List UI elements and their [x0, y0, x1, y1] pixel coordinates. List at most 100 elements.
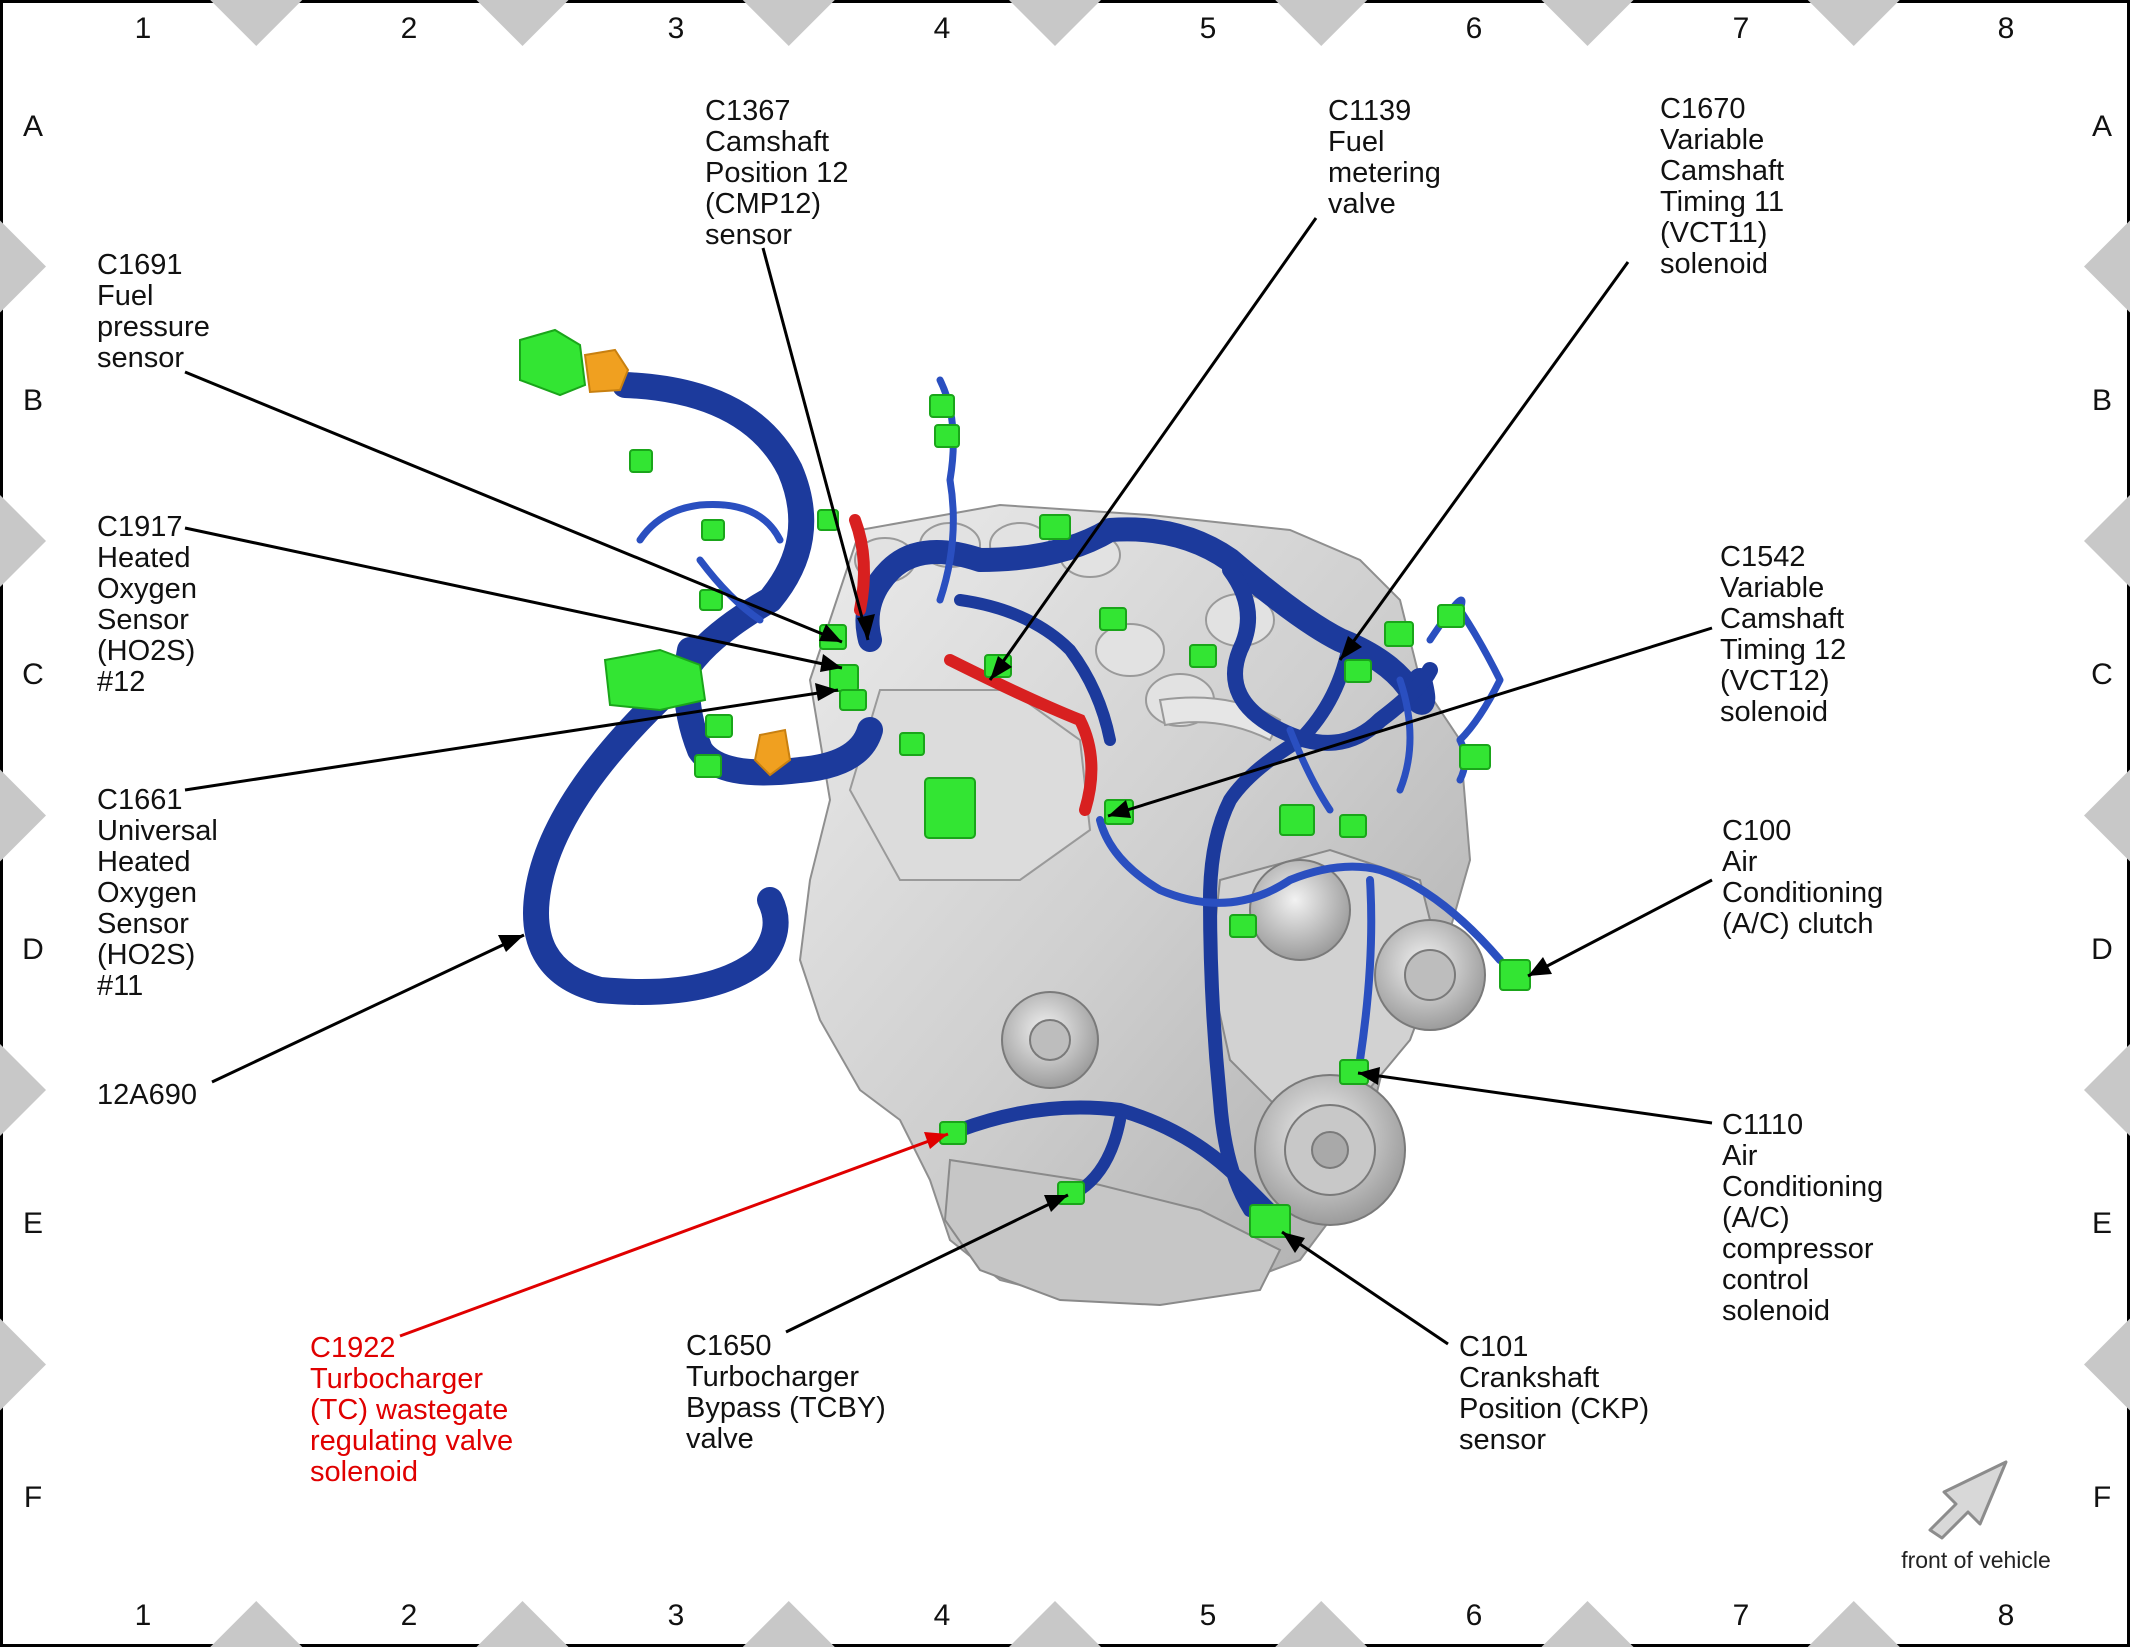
- arrowhead-icon: [820, 654, 842, 672]
- leader-c1670: [1338, 261, 1630, 661]
- grid-edge-triangle: [742, 0, 835, 46]
- arrowhead-icon: [498, 935, 524, 952]
- arrowhead-icon: [1358, 1067, 1380, 1085]
- grid-row-a: A: [23, 110, 43, 143]
- grid-row-c: C: [22, 658, 44, 691]
- grid-edge-triangle: [476, 1601, 569, 1647]
- grid-edge-triangle: [476, 0, 569, 46]
- grid-column-6: 6: [1466, 12, 1483, 45]
- grid-edge-triangle: [2084, 1044, 2130, 1136]
- grid-row-d: D: [22, 933, 44, 966]
- grid-edge-triangle: [2084, 220, 2130, 313]
- grid-column-4: 4: [934, 1599, 951, 1632]
- grid-column-5: 5: [1200, 1599, 1217, 1632]
- callout-c1139: C1139 Fuel metering valve: [1328, 95, 1449, 220]
- grid-column-2: 2: [401, 12, 418, 45]
- grid-edge-triangle: [1275, 1601, 1368, 1647]
- connector-c1691: [519, 328, 587, 397]
- grid-edge-triangle: [1807, 0, 1900, 46]
- grid-edge-triangle: [210, 0, 303, 46]
- grid-edge-triangle: [1807, 1601, 1900, 1647]
- grid-edge-triangle: [210, 1601, 303, 1647]
- callout-c1917: C1917 Heated Oxygen Sensor (HO2S) #12: [97, 511, 205, 698]
- grid-edge-triangle: [1275, 0, 1368, 46]
- grid-row-a: A: [2092, 110, 2112, 143]
- grid-row-f: F: [24, 1481, 42, 1514]
- grid-edge-triangle: [0, 220, 46, 313]
- engine-illustration: [798, 503, 1486, 1307]
- grid-rows-right: A B C D E F: [2091, 110, 2113, 1514]
- leader-c101: [1281, 1230, 1449, 1346]
- callout-c1661: C1661 Universal Heated Oxygen Sensor (HO…: [97, 784, 226, 1002]
- grid-column-3: 3: [668, 12, 685, 45]
- leader-c1917: [184, 526, 843, 670]
- arrowhead-icon: [924, 1132, 948, 1149]
- grid-row-e: E: [2092, 1207, 2112, 1240]
- arrowhead-icon: [1044, 1195, 1068, 1212]
- front-of-vehicle-arrow-icon: [1928, 1460, 2008, 1540]
- grid-row-c: C: [2091, 658, 2113, 691]
- connector-c1917-body: [603, 648, 707, 712]
- grid-column-7: 7: [1733, 12, 1750, 45]
- leader-c1691: [184, 370, 843, 644]
- leader-c100: [1527, 878, 1713, 978]
- callout-c1367: C1367 Camshaft Position 12 (CMP12) senso…: [705, 95, 857, 251]
- grid-column-4: 4: [934, 12, 951, 45]
- callout-c1691: C1691 Fuel pressure sensor: [97, 249, 218, 374]
- arrowhead-icon: [1528, 957, 1552, 976]
- grid-row-d: D: [2091, 933, 2113, 966]
- grid-row-e: E: [23, 1207, 43, 1240]
- grid-edge-triangle: [0, 769, 46, 862]
- arrowhead-icon: [1282, 1232, 1305, 1253]
- grid-row-b: B: [2092, 384, 2112, 417]
- grid-edge-triangle: [742, 1601, 835, 1647]
- callout-c1542: C1542 Variable Camshaft Timing 12 (VCT12…: [1720, 541, 1854, 728]
- callout-c1922: C1922 Turbocharger (TC) wastegate regula…: [310, 1332, 521, 1488]
- grid-column-8: 8: [1998, 12, 2015, 45]
- front-of-vehicle-label: front of vehicle: [1901, 1547, 2051, 1573]
- arrowhead-icon: [857, 614, 875, 640]
- grid-column-6: 6: [1466, 1599, 1483, 1632]
- grid-row-b: B: [23, 384, 43, 417]
- leader-12a690: [211, 933, 525, 1084]
- grid-column-1: 1: [135, 1599, 152, 1632]
- arrowhead-icon: [1108, 800, 1131, 818]
- grid-edge-triangle: [0, 495, 46, 587]
- grid-edge-triangle: [1541, 1601, 1634, 1647]
- grid-edge-triangle: [2084, 1318, 2130, 1411]
- callout-c1110: C1110 Air Conditioning (A/C) compressor …: [1722, 1109, 1891, 1327]
- grid-columns-bottom: 1 2 3 4 5 6 7 8: [135, 1599, 2015, 1632]
- callout-12a690: 12A690: [97, 1079, 197, 1111]
- grid-row-f: F: [2093, 1481, 2111, 1514]
- leader-lines: [184, 217, 1713, 1346]
- grid-edge-triangle: [1541, 0, 1634, 46]
- leader-c1110: [1357, 1071, 1713, 1125]
- arrowhead-icon: [990, 656, 1012, 680]
- leader-c1650: [785, 1193, 1069, 1334]
- callout-c101: C101 Crankshaft Position (CKP) sensor: [1459, 1331, 1657, 1456]
- arrowhead-icon: [1340, 636, 1362, 660]
- leader-c1542: [1107, 626, 1713, 818]
- grid-column-7: 7: [1733, 1599, 1750, 1632]
- leader-c1367: [761, 247, 870, 641]
- grid-edge-triangle: [1009, 0, 1101, 46]
- grid-column-5: 5: [1200, 12, 1217, 45]
- grid-edge-triangle: [2084, 769, 2130, 862]
- grid-edge-triangle: [2084, 495, 2130, 587]
- grid-column-1: 1: [135, 12, 152, 45]
- grid-edge-triangle: [1009, 1601, 1101, 1647]
- connector-orange-ho2s: [753, 728, 792, 777]
- callout-c100: C100 Air Conditioning (A/C) clutch: [1722, 815, 1891, 940]
- grid-edge-triangle: [0, 1044, 46, 1136]
- connector-orange-c1691: [583, 348, 630, 394]
- callout-c1670: C1670 Variable Camshaft Timing 11 (VCT11…: [1660, 93, 1792, 280]
- leader-c1139: [988, 217, 1318, 681]
- leader-c1922: [399, 1132, 949, 1338]
- grid-columns-top: 1 2 3 4 5 6 7 8: [135, 12, 2015, 45]
- grid-rows-left: A B C D E F: [22, 110, 44, 1514]
- grid-column-8: 8: [1998, 1599, 2015, 1632]
- grid-column-3: 3: [668, 1599, 685, 1632]
- leader-c1661: [184, 688, 839, 792]
